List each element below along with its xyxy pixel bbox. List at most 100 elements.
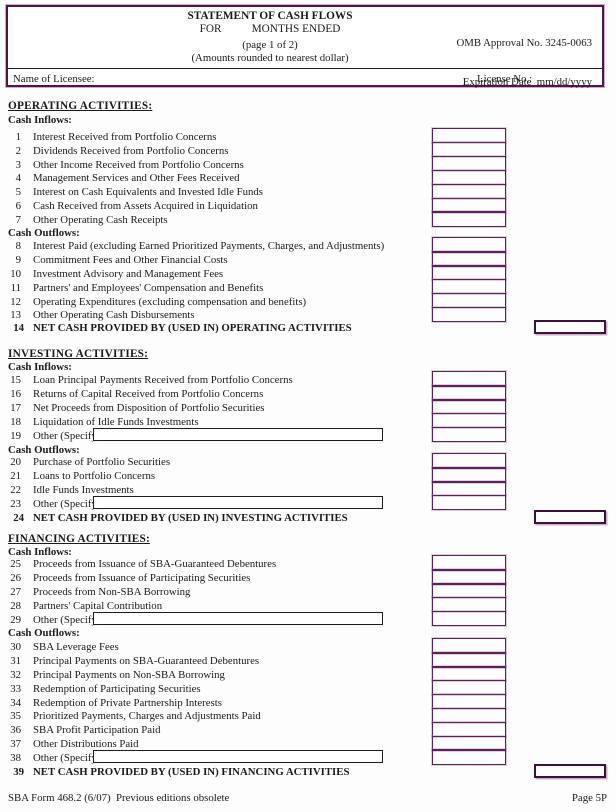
amount-input[interactable] bbox=[432, 749, 506, 765]
months-input[interactable] bbox=[222, 23, 252, 34]
row-number: 24 bbox=[13, 511, 24, 524]
row-label: Other (Specify) bbox=[33, 429, 101, 442]
amount-input[interactable] bbox=[432, 610, 506, 627]
row-number: 1 bbox=[15, 130, 21, 143]
row-number: 33 bbox=[10, 682, 21, 695]
row-label: SBA Leverage Fees bbox=[33, 641, 119, 653]
row-label: Loan Principal Payments Received from Po… bbox=[33, 374, 293, 386]
amounts-note: (Amounts rounded to nearest dollar) bbox=[191, 52, 349, 64]
row-label: Other (Specify) bbox=[33, 613, 101, 626]
financing-outflow-rows: 30 SBA Leverage Fees 31 Principal Paymen… bbox=[8, 638, 607, 765]
row-number: 26 bbox=[10, 571, 21, 584]
expiration-date: Expiration Date mm/dd/yyyy bbox=[462, 76, 592, 88]
form-row: 16 Returns of Capital Received from Port… bbox=[8, 385, 607, 401]
row-label: Operating Expenditures (excluding compen… bbox=[33, 295, 307, 308]
row-number: 27 bbox=[10, 585, 21, 598]
form-row: 23 Other (Specify) bbox=[8, 494, 607, 511]
form-row: 5 Interest on Cash Equivalents and Inves… bbox=[8, 183, 607, 199]
row-number: 7 bbox=[15, 214, 21, 227]
row-number: 28 bbox=[10, 599, 21, 612]
row-number: 14 bbox=[13, 321, 24, 334]
form-row: 15 Loan Principal Payments Received from… bbox=[8, 371, 607, 387]
row-number: 4 bbox=[15, 172, 21, 185]
form-row: 30 SBA Leverage Fees bbox=[8, 638, 607, 654]
row-label: Interest Paid (excluding Earned Prioriti… bbox=[33, 240, 385, 252]
section-title-financing: FINANCING ACTIVITIES: bbox=[8, 532, 150, 545]
row-label: Partners' and Employees' Compensation an… bbox=[33, 281, 264, 294]
row-number: 20 bbox=[10, 456, 21, 468]
specify-input[interactable] bbox=[93, 427, 383, 441]
form-row: 2 Dividends Received from Portfolio Conc… bbox=[8, 142, 607, 158]
row-number: 25 bbox=[10, 558, 21, 570]
form-row: 12 Operating Expenditures (excluding com… bbox=[8, 292, 607, 309]
investing-outflow-rows: 20 Purchase of Portfolio Securities 21 L… bbox=[8, 453, 607, 511]
investing-inflows-heading: Cash Inflows: bbox=[8, 361, 72, 373]
row-label: Other Distributions Paid bbox=[33, 738, 139, 751]
row-number: 13 bbox=[10, 309, 21, 322]
form-title: STATEMENT OF CASH FLOWS bbox=[187, 10, 353, 22]
net-amount-input[interactable] bbox=[534, 319, 606, 334]
row-label: Purchase of Portfolio Securities bbox=[33, 456, 171, 468]
row-number: 5 bbox=[15, 186, 21, 199]
row-label: Cash Received from Assets Acquired in Li… bbox=[33, 200, 258, 213]
net-investing-row: 24 NET CASH PROVIDED BY (USED IN) INVEST… bbox=[8, 509, 607, 524]
row-label: Investment Advisory and Management Fees bbox=[33, 267, 224, 280]
row-label: Loans to Portfolio Concerns bbox=[33, 469, 156, 482]
amount-input[interactable] bbox=[432, 426, 506, 443]
amount-input[interactable] bbox=[432, 494, 506, 511]
row-label: Proceeds from Issuance of Participating … bbox=[33, 571, 251, 584]
row-label: Interest Received from Portfolio Concern… bbox=[33, 130, 217, 143]
net-amount-input[interactable] bbox=[534, 763, 606, 778]
form-row: 13 Other Operating Cash Disbursements bbox=[8, 306, 607, 323]
row-number: 35 bbox=[10, 710, 21, 723]
form-row: 38 Other (Specify) bbox=[8, 749, 607, 765]
row-label: Liquidation of Idle Funds Investments bbox=[33, 415, 199, 428]
operating-inflows-heading: Cash Inflows: bbox=[8, 114, 72, 126]
row-number: 38 bbox=[10, 752, 21, 765]
row-label: NET CASH PROVIDED BY (USED IN) INVESTING… bbox=[33, 511, 348, 524]
amount-input[interactable] bbox=[432, 211, 506, 227]
financing-inflows-heading: Cash Inflows: bbox=[8, 546, 72, 558]
row-label: NET CASH PROVIDED BY (USED IN) OPERATING… bbox=[33, 321, 352, 334]
form-row: 17 Net Proceeds from Disposition of Port… bbox=[8, 399, 607, 415]
form-row: 28 Partners' Capital Contribution bbox=[8, 596, 607, 613]
row-number: 8 bbox=[15, 240, 21, 252]
row-number: 39 bbox=[13, 765, 24, 778]
section-title-investing: INVESTING ACTIVITIES: bbox=[8, 347, 149, 360]
row-number: 32 bbox=[10, 668, 21, 681]
row-number: 19 bbox=[10, 429, 21, 442]
row-label: Net Proceeds from Disposition of Portfol… bbox=[33, 401, 265, 414]
row-number: 22 bbox=[10, 483, 21, 496]
investing-inflow-rows: 15 Loan Principal Payments Received from… bbox=[8, 371, 607, 443]
months-ended-label: MONTHS ENDED bbox=[251, 23, 341, 35]
row-number: 16 bbox=[10, 387, 21, 400]
row-number: 17 bbox=[10, 401, 21, 414]
row-number: 23 bbox=[10, 497, 21, 510]
page-number: Page 5P bbox=[571, 792, 607, 804]
form-row: 1 Interest Received from Portfolio Conce… bbox=[8, 128, 607, 144]
form-row: 36 SBA Profit Participation Paid bbox=[8, 721, 607, 737]
row-label: Idle Funds Investments bbox=[33, 483, 134, 496]
row-number: 6 bbox=[15, 200, 21, 213]
row-label: Other Income Received from Portfolio Con… bbox=[33, 158, 244, 171]
form-row: 31 Principal Payments on SBA-Guaranteed … bbox=[8, 652, 607, 668]
row-number: 36 bbox=[10, 724, 21, 737]
row-label: Interest on Cash Equivalents and Investe… bbox=[33, 186, 263, 199]
form-row: 7 Other Operating Cash Receipts bbox=[8, 211, 607, 227]
form-row: 33 Redemption of Participating Securitie… bbox=[8, 679, 607, 696]
specify-input[interactable] bbox=[93, 750, 383, 764]
row-label: Other (Specify) bbox=[33, 497, 101, 510]
net-amount-input[interactable] bbox=[534, 509, 606, 524]
form-row: 27 Proceeds from Non-SBA Borrowing bbox=[8, 583, 607, 599]
row-label: Redemption of Participating Securities bbox=[33, 682, 201, 695]
row-label: NET CASH PROVIDED BY (USED IN) FINANCING… bbox=[33, 765, 350, 778]
row-number: 30 bbox=[10, 641, 21, 653]
row-number: 10 bbox=[10, 267, 21, 280]
omb-block: OMB Approval No. 3245-0063 Expiration Da… bbox=[456, 11, 592, 115]
amount-input[interactable] bbox=[432, 306, 506, 323]
row-number: 11 bbox=[10, 281, 21, 294]
row-label: Principal Payments on SBA-Guaranteed Deb… bbox=[33, 654, 260, 667]
specify-input[interactable] bbox=[93, 611, 383, 625]
specify-input[interactable] bbox=[93, 495, 383, 509]
row-label: Management Services and Other Fees Recei… bbox=[33, 172, 240, 185]
